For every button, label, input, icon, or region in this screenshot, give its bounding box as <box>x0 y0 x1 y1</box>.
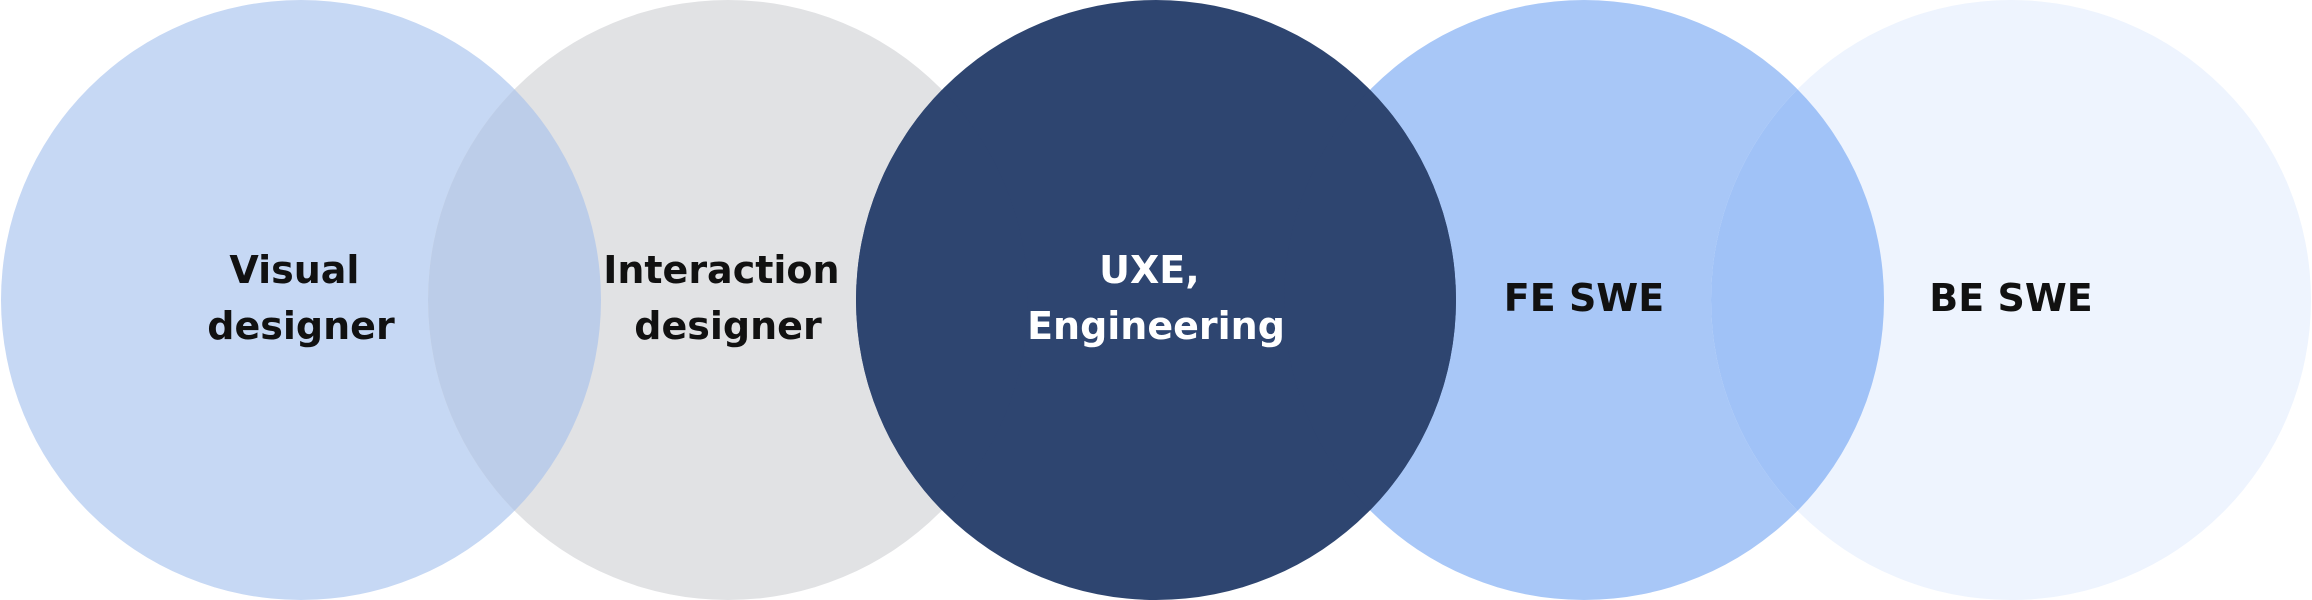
fe-swe-label-line-1: FE SWE <box>1504 276 1664 320</box>
uxe-engineering-circle <box>856 0 1456 600</box>
interaction-designer-label-line-2: designer <box>634 304 822 348</box>
uxe-engineering-label: UXE, Engineering <box>1027 248 1285 348</box>
uxe-engineering-label-line-2: Engineering <box>1027 304 1285 348</box>
be-swe-label-line-1: BE SWE <box>1929 276 2092 320</box>
visual-designer-circle <box>1 0 601 600</box>
uxe-engineering-label-line-1: UXE, <box>1099 248 1200 292</box>
be-swe-label: BE SWE <box>1929 276 2092 320</box>
interaction-designer-label-line-1: Interaction <box>603 248 839 292</box>
fe-swe-label: FE SWE <box>1504 276 1664 320</box>
visual-designer-label-line-2: designer <box>207 304 395 348</box>
visual-designer-label-line-1: Visual <box>229 248 359 292</box>
fe-swe-circle <box>1284 0 1884 600</box>
visual-designer-label: Visual designer <box>207 248 395 348</box>
interaction-designer-label: Interaction designer <box>603 248 853 348</box>
interaction-designer-circle <box>428 0 1028 600</box>
be-swe-circle <box>1711 0 2311 600</box>
